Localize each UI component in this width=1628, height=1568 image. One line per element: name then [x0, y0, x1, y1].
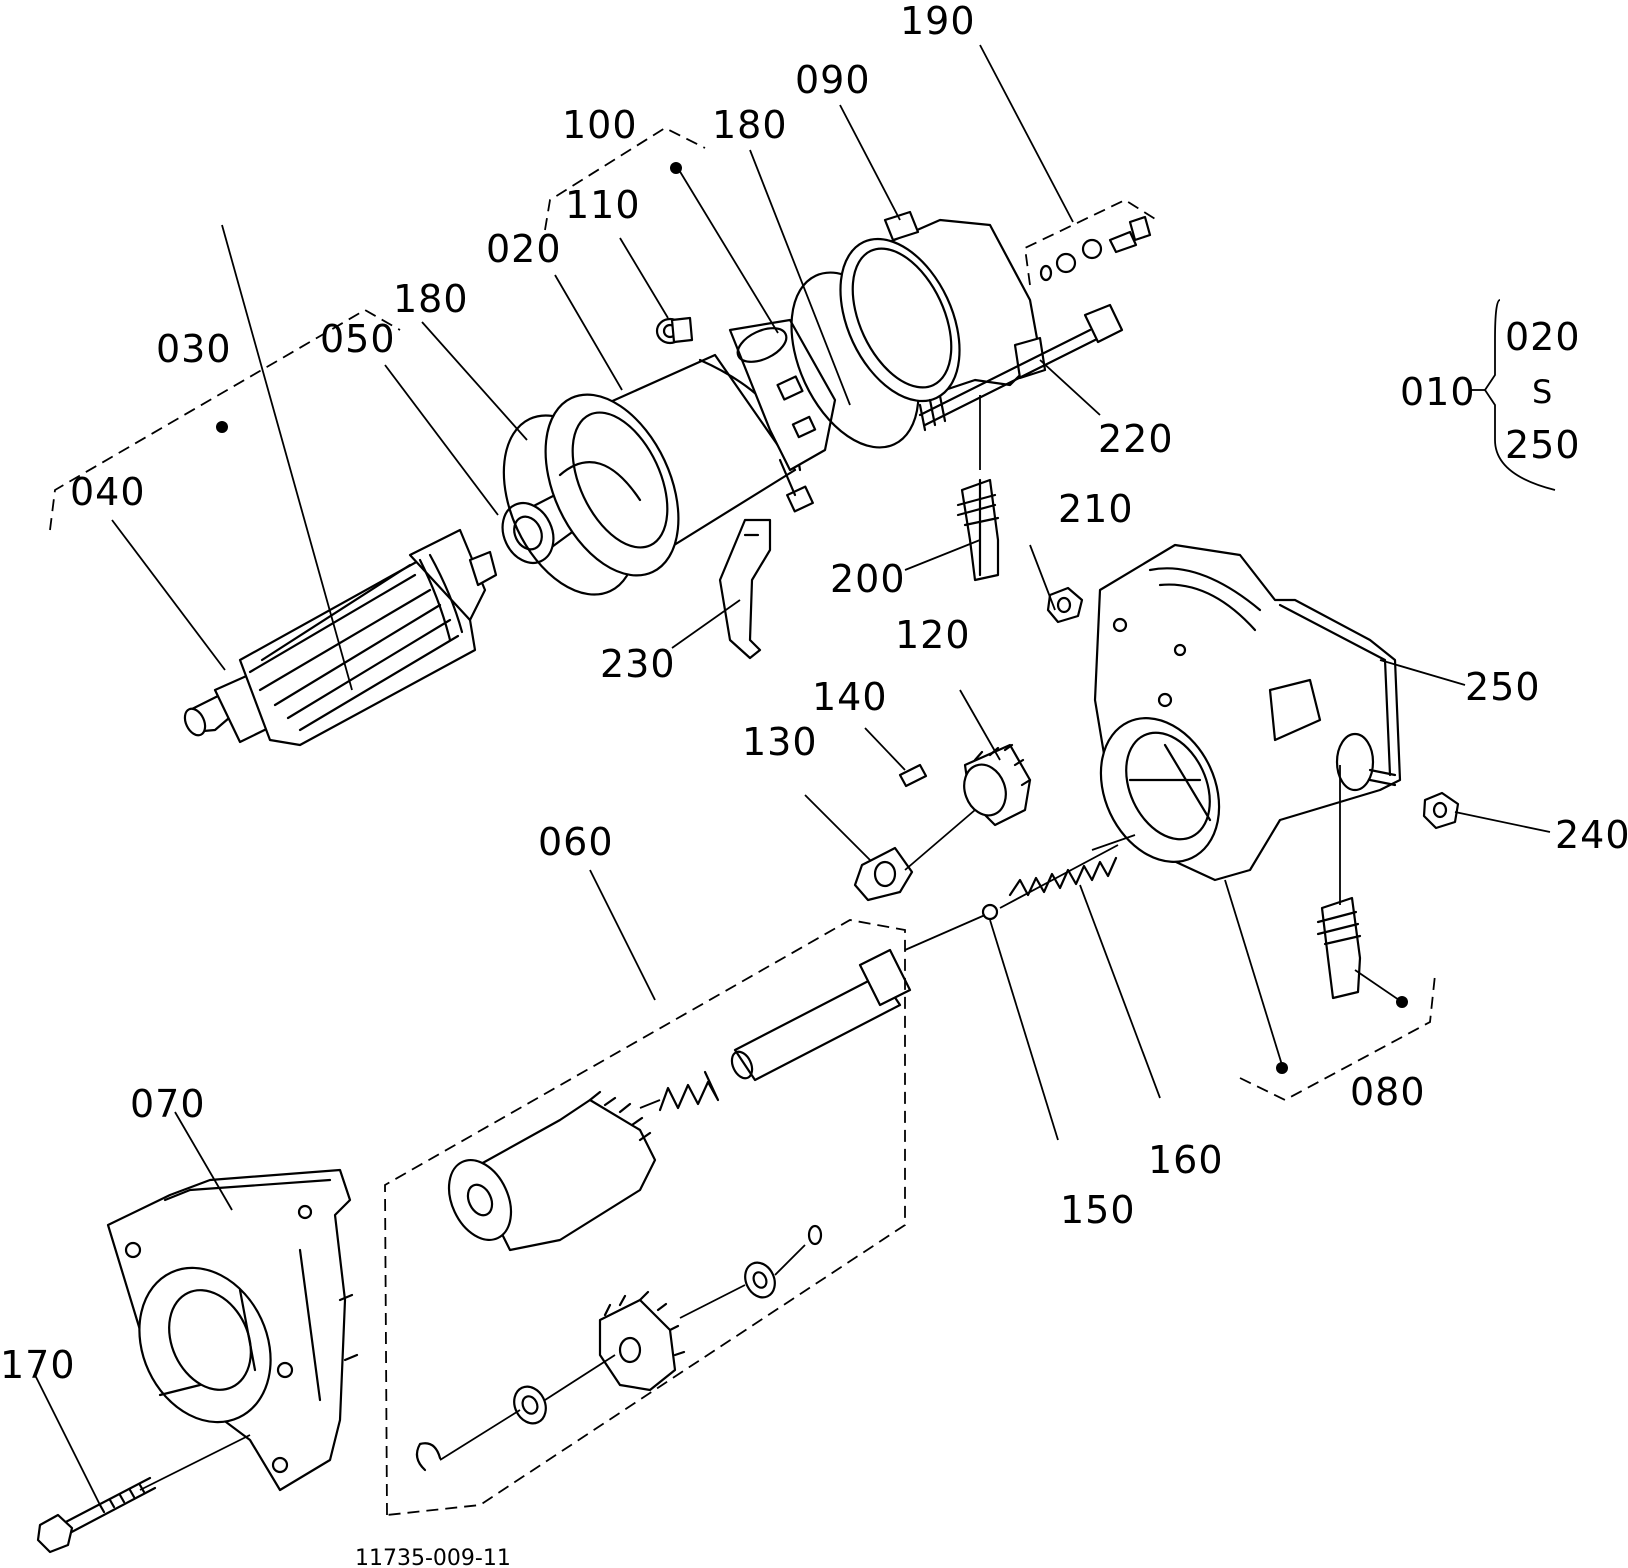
legend-from: 020 [1505, 315, 1581, 359]
legend-range-symbol: S [1532, 373, 1553, 411]
label-110: 110 [565, 183, 641, 227]
label-060: 060 [538, 820, 614, 864]
pin-140 [898, 763, 928, 788]
label-220: 220 [1098, 417, 1174, 461]
label-210: 210 [1058, 487, 1134, 531]
label-250: 250 [1465, 665, 1541, 709]
label-050: 050 [320, 317, 396, 361]
label-090: 090 [795, 58, 871, 102]
label-120: 120 [895, 613, 971, 657]
shift-lever-230 [718, 518, 772, 660]
label-140: 140 [812, 675, 888, 719]
terminal-240 [1335, 732, 1460, 830]
spring-160 [1008, 856, 1118, 897]
idle-gear-060 [598, 1290, 686, 1392]
screw-set-190 [1039, 215, 1152, 282]
drawing-number: 11735-009-11 [355, 1546, 511, 1568]
retainer-130 [853, 846, 914, 902]
label-150: 150 [1060, 1188, 1136, 1232]
label-020: 020 [486, 227, 562, 271]
label-240: 240 [1555, 813, 1628, 857]
label-160: 160 [1148, 1138, 1224, 1182]
pinion-clutch-060 [447, 1090, 657, 1252]
label-200: 200 [830, 557, 906, 601]
bolt-170 [36, 1476, 157, 1554]
label-030: 030 [156, 327, 232, 371]
yoke-020 [544, 353, 802, 577]
label-100: 100 [562, 103, 638, 147]
legend-parent: 010 [1400, 370, 1476, 414]
brush-holder-100 [728, 318, 837, 513]
legend-brace [1470, 299, 1556, 491]
label-180-right: 180 [712, 103, 788, 147]
group-brackets [49, 126, 1436, 1517]
brush-200 [956, 478, 1000, 582]
label-180-left: 180 [393, 277, 469, 321]
label-130: 130 [742, 720, 818, 764]
ball-150 [981, 903, 999, 921]
spring-060 [658, 1070, 720, 1112]
armature-040 [183, 528, 498, 747]
brush-080 [1316, 896, 1362, 1000]
label-230: 230 [600, 642, 676, 686]
gear-120 [963, 743, 1032, 827]
nut-210 [1046, 586, 1084, 624]
through-bolt-220 [918, 303, 1124, 432]
drive-shaft-060 [730, 948, 912, 1082]
group-dots [216, 162, 1408, 1074]
housing-250 [1093, 543, 1402, 882]
label-040: 040 [70, 470, 146, 514]
label-170: 170 [0, 1343, 76, 1387]
label-080: 080 [1350, 1070, 1426, 1114]
legend-to: 250 [1505, 423, 1581, 467]
leader-lines [34, 44, 1551, 1506]
label-070: 070 [130, 1082, 206, 1126]
front-housing-070 [106, 1168, 359, 1492]
bushing-110 [655, 316, 694, 345]
rear-cover-090 [839, 210, 1047, 403]
label-190: 190 [900, 0, 976, 43]
